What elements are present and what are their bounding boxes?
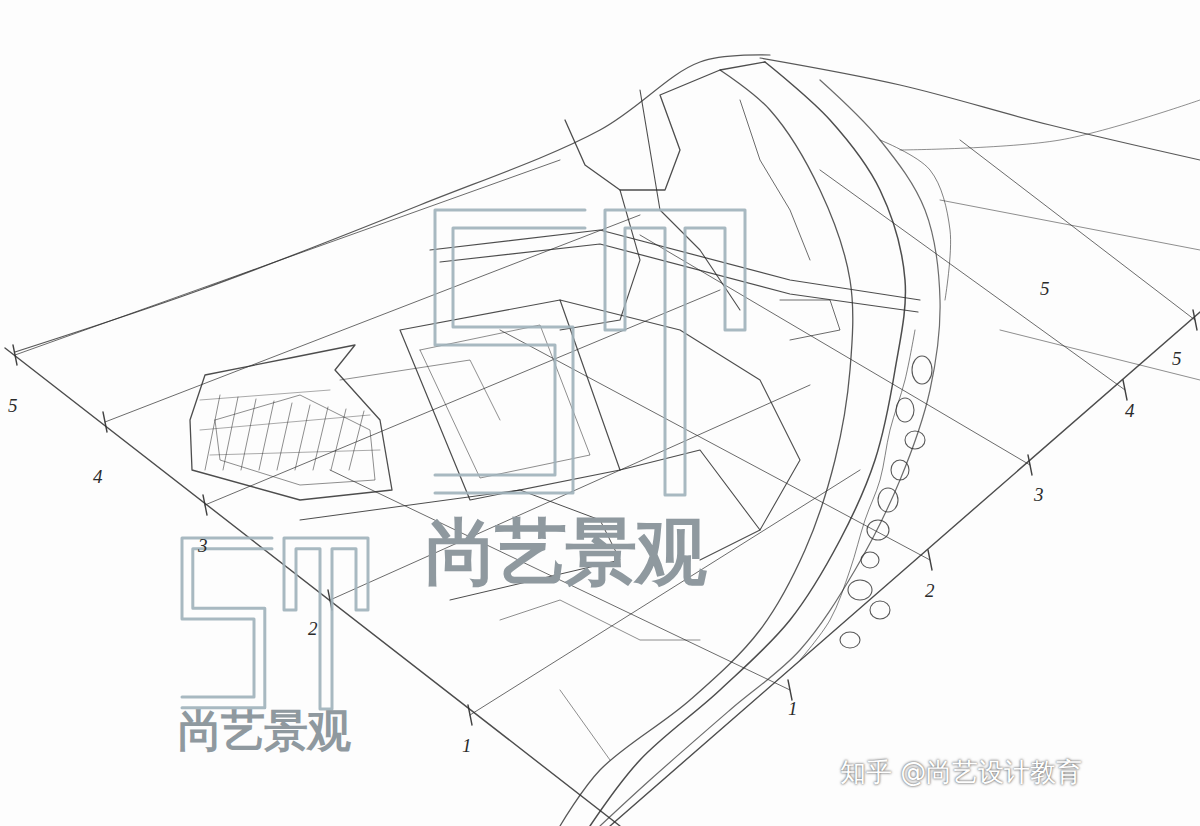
sketch-line: [740, 100, 810, 260]
logo-stroke: [284, 538, 368, 709]
grid-number: 5: [8, 395, 18, 417]
sketch-line: [928, 550, 932, 570]
sketch-line: [15, 55, 770, 352]
sketch-line: [277, 403, 292, 470]
sketch-line: [788, 680, 792, 700]
sketch-line: [940, 200, 1200, 250]
shrub: [867, 520, 889, 540]
label-anchor: 2: [308, 618, 318, 640]
shrub: [840, 632, 860, 648]
brand-watermark: 尚艺景观: [178, 702, 350, 761]
label-anchor: 1: [788, 698, 798, 720]
credit-watermark: 知乎 @尚艺设计教育: [840, 755, 1082, 790]
logo-stroke: [435, 228, 585, 493]
sketch-line: [880, 140, 951, 300]
sketch-line: [330, 470, 790, 690]
label-anchor: 4: [93, 466, 103, 488]
sketch-line: [1193, 310, 1197, 330]
sketch-line: [565, 62, 765, 190]
sketch-line: [13, 345, 17, 365]
sketch-line: [500, 600, 700, 640]
sketch-line: [820, 170, 1125, 390]
sketch-line: [440, 244, 918, 312]
logo-stroke: [435, 210, 585, 475]
sketch-line: [420, 325, 590, 478]
sketch-line: [223, 397, 238, 470]
sketch-line: [800, 330, 915, 660]
sketch-line: [900, 100, 1200, 150]
sketch-line: [203, 495, 207, 515]
sketch-line: [349, 411, 364, 470]
sketch-line: [200, 390, 330, 400]
label-anchor: 3: [1034, 484, 1044, 506]
grid-number: 5: [1040, 278, 1050, 300]
sketch-line: [1123, 380, 1127, 400]
sketch-line: [430, 230, 920, 300]
building-sketch: [300, 62, 920, 760]
sketch-line: [205, 395, 220, 470]
shrub: [891, 460, 909, 480]
grid-number: 2: [308, 618, 318, 640]
sketch-line: [190, 345, 392, 500]
sketch-line: [210, 450, 380, 455]
logo-stroke: [182, 549, 272, 708]
sketch-line: [241, 399, 256, 470]
sketch-line: [590, 62, 905, 826]
label-anchor: 5: [8, 395, 18, 417]
label-anchor: 4: [1125, 400, 1135, 422]
shrub-cluster: [800, 330, 932, 660]
label-anchor: 尚艺景观: [425, 505, 705, 601]
grid-number: 3: [198, 535, 208, 557]
shrub: [848, 580, 872, 600]
sketch-line: [468, 705, 472, 725]
sketch-line: [760, 58, 1200, 160]
grid-number: 4: [1125, 400, 1135, 422]
shrub: [861, 552, 879, 568]
sketch-line: [205, 290, 720, 505]
grid-plane: [5, 55, 1200, 826]
sketch-line: [313, 407, 328, 470]
shrub: [870, 601, 890, 619]
grid-number: 5: [1172, 348, 1182, 370]
sketch-line: [259, 401, 274, 470]
grid-number: 1: [788, 698, 798, 720]
sketch-line: [960, 140, 1195, 320]
stream: [560, 62, 951, 826]
sketch-line: [400, 300, 620, 500]
pond-sketch: [190, 345, 392, 500]
sketch-line: [105, 215, 640, 422]
label-anchor: 2: [925, 580, 935, 602]
sketch-line: [600, 80, 940, 826]
grid-number: 2: [925, 580, 935, 602]
grid-number: 3: [1034, 484, 1044, 506]
sketch-line: [200, 415, 370, 430]
sketch-line: [1000, 330, 1200, 380]
label-anchor: 5: [1040, 278, 1050, 300]
sketch-line: [295, 405, 310, 470]
sketch-line: [215, 395, 375, 485]
label-anchor: 1: [462, 735, 472, 757]
shrub: [912, 356, 932, 384]
label-anchor: 3: [198, 535, 208, 557]
grid-number: 1: [462, 735, 472, 757]
grid-number: 4: [93, 466, 103, 488]
sketch-line: [560, 70, 853, 826]
sketch-line: [1028, 455, 1032, 475]
logo-mark: [182, 210, 745, 709]
sketch-line: [780, 300, 840, 340]
shrub: [905, 431, 925, 449]
brand-watermark: 尚艺景观: [425, 505, 705, 601]
sketch-line: [560, 690, 610, 760]
logo-stroke: [605, 210, 745, 495]
logo-stroke: [182, 538, 272, 697]
shrub: [878, 488, 898, 512]
label-anchor: 5: [1172, 348, 1182, 370]
label-anchor: 尚艺景观: [178, 702, 350, 761]
sketch-line: [103, 412, 107, 432]
label-anchor: 知乎 @尚艺设计教育: [840, 755, 1082, 790]
